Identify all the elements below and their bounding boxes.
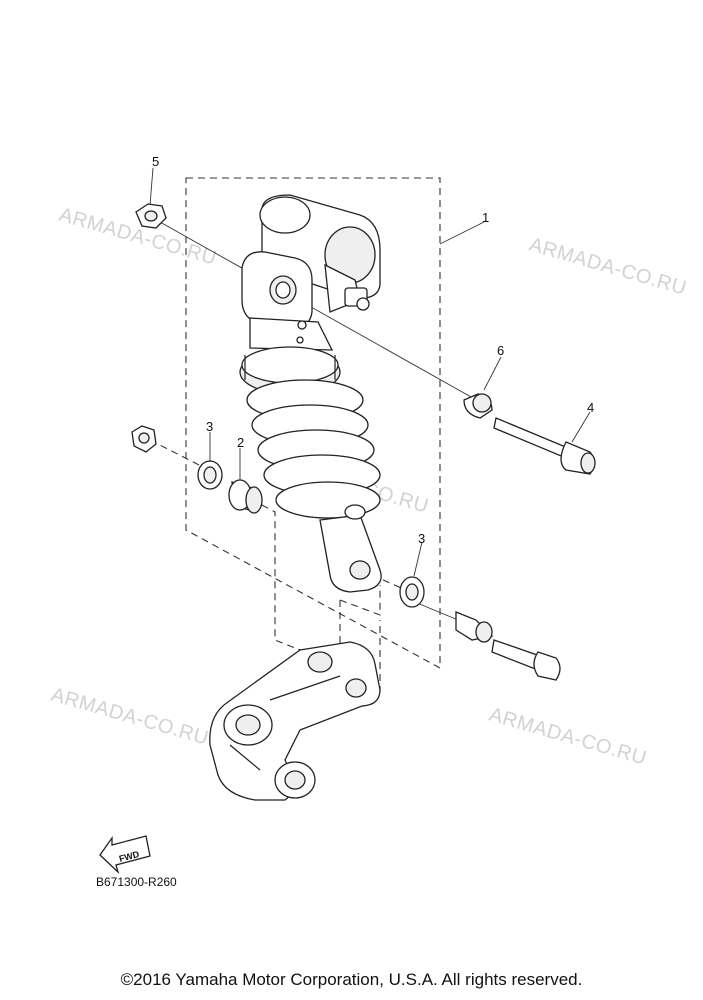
lower-bolt <box>491 639 561 681</box>
callout-2: 2 <box>237 435 244 450</box>
watermark-5: ARMADA-CO.RU <box>487 704 649 770</box>
upper-bolt-axis <box>159 221 481 403</box>
coil-spring <box>246 379 381 519</box>
shock-upper-mount <box>241 251 334 351</box>
callout-6: 6 <box>497 343 504 358</box>
left-flange-nut <box>131 425 157 453</box>
part-3-seal-right <box>399 576 425 608</box>
part-4-bolt <box>493 417 596 475</box>
watermark-2: ARMADA-CO.RU <box>527 234 689 300</box>
shock-lower-mount <box>319 504 382 593</box>
copyright-notice: ©2016 Yamaha Motor Corporation, U.S.A. A… <box>120 970 583 989</box>
fwd-arrow: FWD <box>99 835 151 875</box>
callout-3-left: 3 <box>206 419 213 434</box>
callout-4: 4 <box>587 400 594 415</box>
diagram-code: B671300-R260 <box>96 875 177 889</box>
assembly-boundary <box>185 177 441 669</box>
watermark-4: ARMADA-CO.RU <box>49 684 211 750</box>
part-3-seal-left <box>197 460 223 490</box>
callouts: 5 1 6 4 3 2 3 <box>152 154 594 546</box>
callout-1: 1 <box>482 210 489 225</box>
part-5-flange-nut <box>135 203 167 229</box>
part-2-bearing <box>228 479 263 514</box>
callout-3-right: 3 <box>418 531 425 546</box>
part-6-collar <box>463 393 493 419</box>
callout-5: 5 <box>152 154 159 169</box>
lower-collar <box>455 611 494 643</box>
callout-leaders <box>149 167 591 577</box>
relay-arm <box>209 641 381 801</box>
